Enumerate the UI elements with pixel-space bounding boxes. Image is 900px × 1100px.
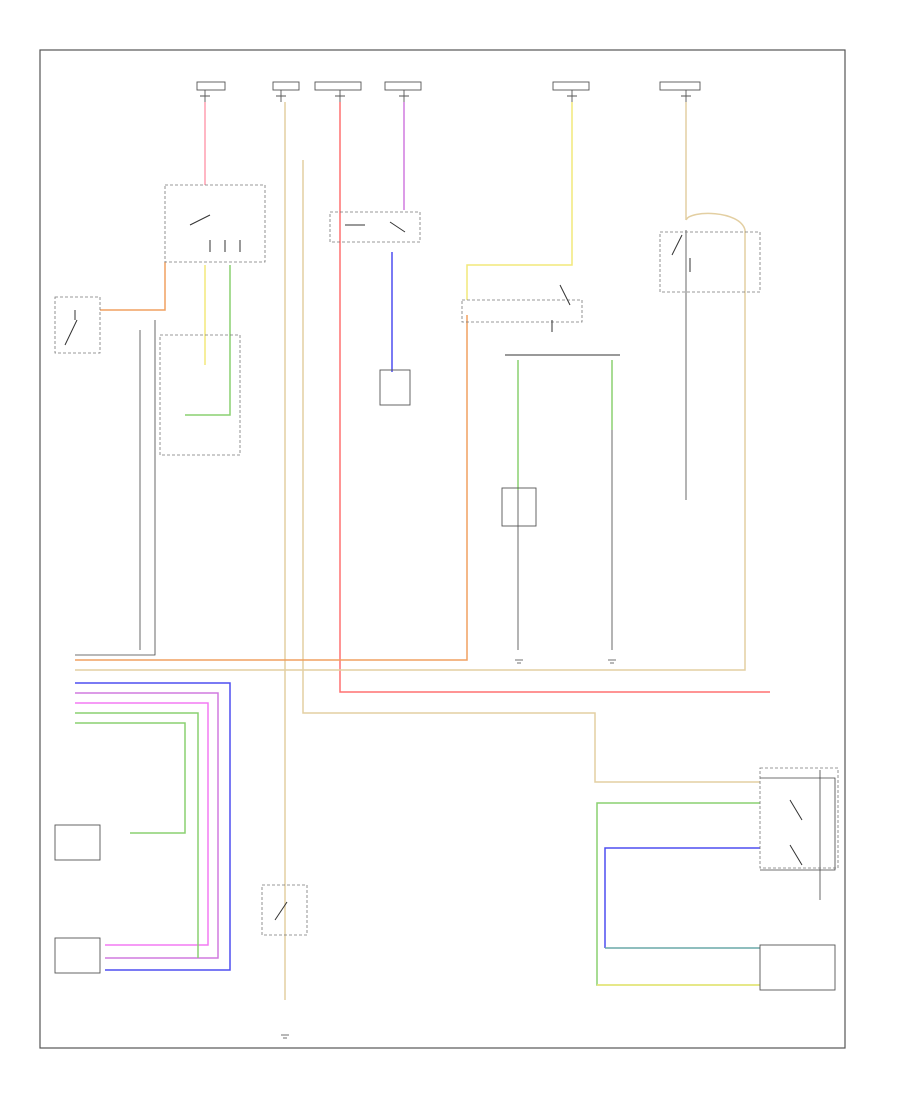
diagram-frame xyxy=(39,49,846,1049)
ac-compressor-relay xyxy=(329,211,421,243)
lower-right-switch xyxy=(759,767,839,869)
condenser-fan-relay xyxy=(461,284,620,356)
lower-right-module xyxy=(759,944,836,991)
wire-tan-loop xyxy=(75,212,746,671)
wire-violet-bundle xyxy=(75,692,219,959)
wire-green-lower-right xyxy=(596,802,760,986)
wire-blue-lower-right xyxy=(604,847,760,948)
ground-symbols xyxy=(281,659,616,1039)
wire-orange-switch xyxy=(100,262,166,311)
fuse-4 xyxy=(384,81,422,102)
fuse-5 xyxy=(552,81,590,102)
ac-compressor xyxy=(379,369,411,406)
evaporator-sensor xyxy=(54,824,101,861)
wire-green-bundle xyxy=(75,712,199,958)
wire-red-main xyxy=(339,102,770,693)
wire-green-sensor xyxy=(75,722,186,834)
clutch-relay-switch xyxy=(54,296,101,354)
wire-magenta-bundle xyxy=(75,702,209,946)
cooling-fan-relay xyxy=(659,231,761,293)
ac-pressure-sensor xyxy=(54,937,101,974)
radiator-fan-resistor xyxy=(501,487,537,527)
wire-tan-branch xyxy=(302,160,760,783)
wire-blue-bundle xyxy=(75,682,231,971)
connector-block xyxy=(159,334,241,456)
wire-orange-top xyxy=(75,315,468,661)
fuse-row xyxy=(196,81,701,102)
wire-yellow-right xyxy=(466,102,573,300)
wire-green-a xyxy=(185,265,231,416)
wire-runs xyxy=(75,102,770,1000)
black-wires xyxy=(75,230,836,900)
fuse-1 xyxy=(196,81,226,102)
blower-switch xyxy=(261,884,308,936)
fuse-6 xyxy=(659,81,701,102)
fuse-2 xyxy=(272,81,300,102)
main-switch-module xyxy=(164,184,266,263)
fuse-3 xyxy=(314,81,362,102)
